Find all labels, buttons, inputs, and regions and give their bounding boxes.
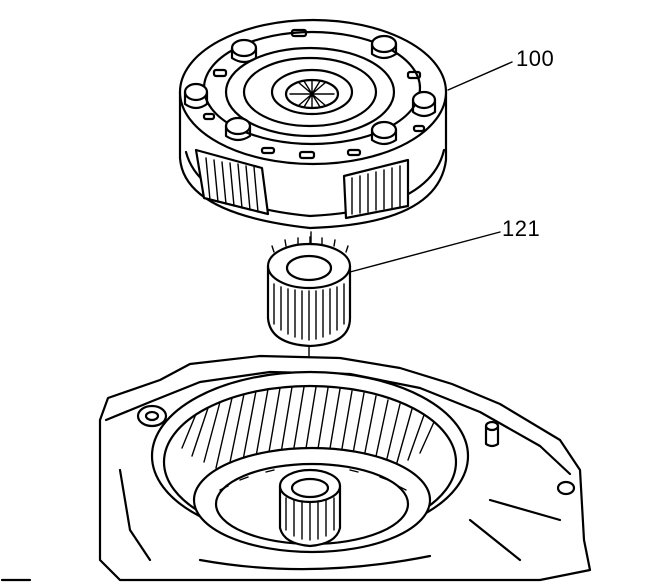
- leader-line-100: [447, 61, 513, 91]
- ring-gear-teeth: [181, 386, 435, 486]
- pinion-teeth-left: [205, 157, 259, 213]
- face-slots: [202, 28, 426, 160]
- output-shaft: [278, 468, 342, 548]
- sun-gear-teeth: [271, 236, 349, 341]
- callout-label-100: 100: [516, 46, 555, 71]
- planetary-carrier: [178, 18, 513, 230]
- hub-splines: [289, 79, 335, 109]
- bolt-boss-left: [136, 404, 168, 428]
- transmission-case: [98, 354, 592, 582]
- pinion-teeth-right: [351, 165, 401, 215]
- pin-bosses: [183, 34, 437, 146]
- leader-line-121: [349, 231, 501, 273]
- dowel-pin-right: [484, 420, 500, 448]
- callout-label-121: 121: [502, 216, 541, 241]
- sun-gear: [266, 231, 501, 348]
